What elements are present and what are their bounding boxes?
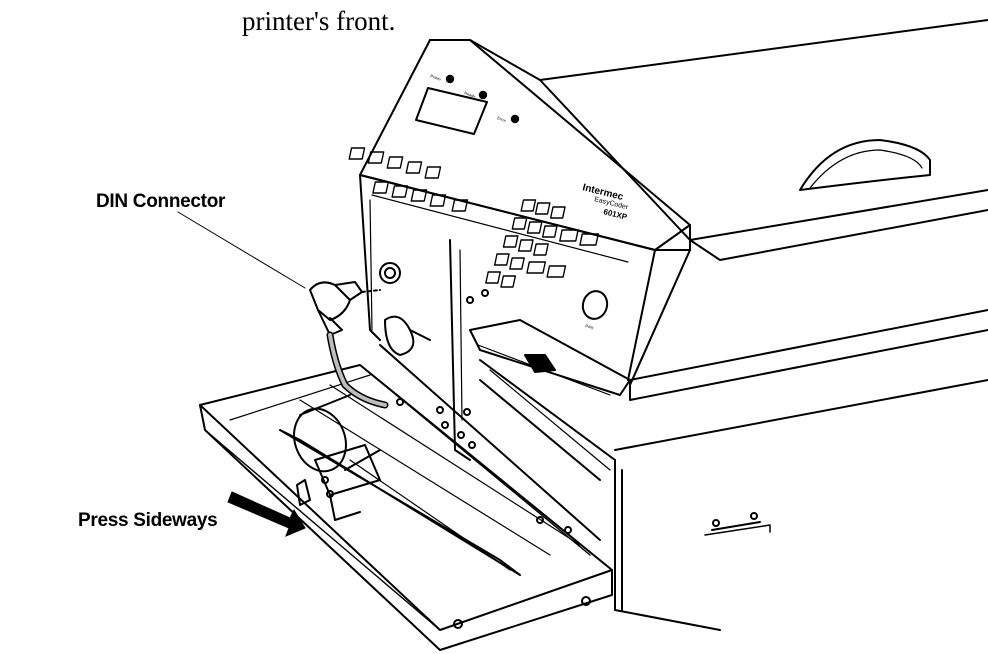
printer-cover — [429, 19, 988, 631]
control-panel — [348, 39, 691, 386]
caption-text: printer's front. — [242, 6, 396, 36]
din-leader-line — [177, 211, 306, 289]
function-keys — [348, 147, 469, 212]
power-led-label: Power — [430, 73, 443, 82]
ready-led — [478, 90, 488, 100]
press-sideways-arrow — [227, 491, 306, 537]
print-button — [581, 290, 609, 320]
press-sideways-label: Press Sideways — [78, 510, 218, 531]
error-led-label: Error — [497, 115, 508, 123]
printer-mechanism — [359, 174, 631, 481]
error-led — [510, 114, 520, 124]
power-led — [445, 74, 455, 84]
numeric-keypad — [485, 199, 599, 288]
din-connector — [309, 281, 389, 409]
display-window — [415, 87, 488, 135]
print-key-label: Print — [585, 323, 595, 330]
ready-led-label: Ready — [464, 90, 477, 99]
front-tray — [199, 344, 613, 651]
din-connector-label: DIN Connector — [96, 191, 226, 212]
